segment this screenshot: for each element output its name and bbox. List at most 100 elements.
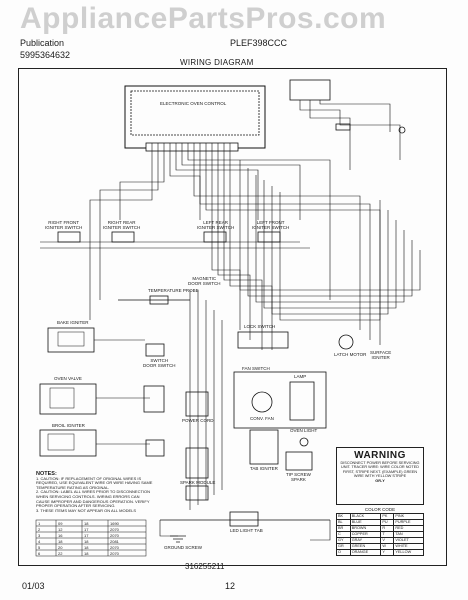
diagram-frame [18,68,447,566]
note-item-2: 2. CAUTION: LABEL ALL WIRES PRIOR TO DIS… [36,489,151,509]
latch-motor-label: LATCH MOTOR [334,352,367,357]
right-front-switch-label: RIGHT FRONT IGNITER SWITCH [45,220,83,230]
tab-igniter-label: TAB IGNITER [250,466,278,471]
convection-fan-label: CONV. FAN [250,416,274,421]
color-code-cell: ORANGE [349,549,382,556]
footer-date: 01/03 [22,581,45,591]
ground-screw-label: GROUND SCREW [164,545,202,550]
oven-valve-label: OVEN VALVE [54,376,82,381]
power-cord-label: POWER CORD [182,418,214,423]
bake-igniter-box [47,327,95,353]
latch-motor [338,334,354,350]
warning-title: WARNING [354,450,406,461]
led-light-tab [229,511,259,527]
oven-control-connector [145,142,239,152]
color-code-cell: YELLOW [393,549,424,556]
notes-table-cell: 2070 [110,545,119,550]
top-right-fuse [335,123,351,131]
page-number: 12 [225,581,236,591]
notes-table-cell: 1690 [110,521,119,526]
oven-light-label: OVEN LIGHT [290,428,318,433]
tip-screw-label: TIP SCREW SPARK [286,472,311,482]
notes-table-cell: 2081 [110,539,119,544]
notes-table-cell: 2070 [110,533,119,538]
oven-control-inner [130,90,260,136]
left-front-switch-label: LEFT FRONT IGNITER SWITCH [252,220,290,230]
temperature-probe-symbol [118,295,190,305]
notes-table-cell: 09 [58,521,63,526]
document-number: 316255211 [185,562,225,571]
notes-table-cell: 18 [84,545,89,550]
notes-table-cell: 6 [38,551,41,556]
top-right-terminal [398,126,406,134]
notes-table-cell: 22 [58,551,63,556]
notes-block: NOTES: 1. CAUTION: IF REPLACEMENT OF ORI… [36,471,154,513]
note-item-3: 3. THESE ITEMS MAY NOT APPEAR ON ALL MOD… [36,507,137,513]
power-cord-plug [185,485,209,501]
diagram-title: WIRING DIAGRAM [180,58,254,67]
door-switch-box [145,343,165,357]
switch-harness [40,241,310,249]
watermark: AppliancePartsPros.com [20,2,387,35]
notes-table-cell: 2070 [110,551,119,556]
bake-igniter-label: BAKE IGNITER [57,320,89,325]
part-number: 5995364632 [20,50,71,60]
notes-table-cell: 18 [58,539,63,544]
notes-table-cell: 18 [84,521,89,526]
oven-light-bulb [299,437,309,447]
oven-control-box [124,85,266,149]
notes-table-grid [35,519,147,557]
notes-table-cell: 4 [38,539,41,544]
tip-screw-box [285,451,313,471]
igniter-switches [57,231,281,243]
tab-igniter-box [249,429,279,465]
color-code-cell: O [336,549,351,556]
top-right-component [289,79,331,101]
lock-switch-label: LOCK SWITCH [244,324,276,329]
lamp-label: LAMP [294,374,307,379]
warning-example: GR-Y [375,478,385,483]
notes-table-cell: 2 [38,527,41,532]
notes-title: NOTES: [36,471,57,477]
publication-label: Publication [20,38,65,48]
ground-symbol [170,535,186,543]
convection-fan [251,391,273,413]
color-code-title: COLOR CODE [364,507,396,512]
notes-table-cell: 16 [58,533,63,538]
right-harness [239,160,421,321]
notes-table-cell: 12 [58,527,63,532]
notes-table-cell: 5 [38,545,41,550]
broil-igniter-label: BROIL IGNITER [52,423,85,428]
right-rear-switch-label: RIGHT REAR IGNITER SWITCH [103,220,141,230]
power-cord-box [185,391,209,417]
connector-pins [151,143,231,151]
warning-box: WARNING DISCONNECT POWER BEFORE SERVICIN… [336,447,424,505]
lock-switch-box [237,331,289,349]
oven-valve-box [39,383,97,415]
note-item-1: 1. CAUTION: IF REPLACEMENT OF ORIGINAL W… [36,475,153,490]
led-light-label: LED LIGHT TAB [230,528,263,533]
model-number: PLEF398CCC [230,38,288,48]
notes-table-cell: 2070 [110,527,119,532]
notes-table-cell: 1 [38,521,41,526]
top-right-wiring [299,100,401,170]
magnetic-door-switch-label: MAGNETIC DOOR SWITCH [188,276,221,286]
color-code-cell: Y [380,549,395,556]
left-rear-switch-label: LEFT REAR IGNITER SWITCH [197,220,235,230]
warning-text: DISCONNECT POWER BEFORE SERVICING UNIT. … [340,461,420,479]
control-wire-bundle [89,151,381,350]
door-switch-label: SWITCH DOOR SWITCH [143,358,176,368]
notes-table-cell: 18 [84,539,89,544]
center-column [189,290,223,510]
broil-igniter-box [39,429,97,457]
lower-right-block [233,371,327,429]
spark-module-label: SPARK MODULE [180,480,216,485]
notes-table-cell: 17 [84,527,89,532]
